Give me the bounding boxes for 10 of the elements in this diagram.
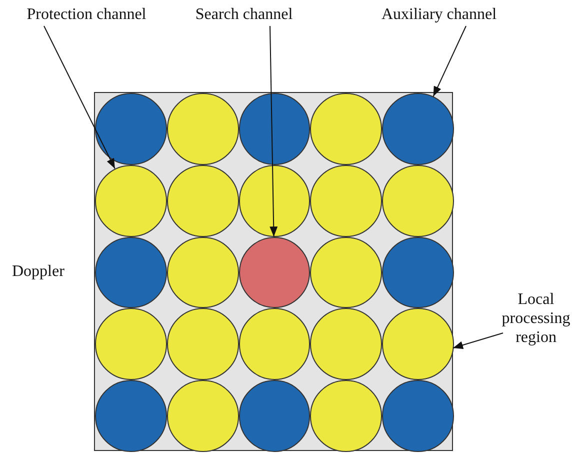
callout-text: Search channel	[188, 5, 300, 24]
callout-text: Auxiliary channel	[376, 5, 502, 24]
leader-arrow	[432, 26, 466, 97]
leader-arrow	[44, 26, 116, 170]
callout-text: Local processing region	[500, 290, 572, 347]
leader-arrow	[452, 332, 504, 349]
leader-arrow	[270, 26, 278, 238]
processing-region-square	[94, 92, 453, 451]
callout-text: Protection channel	[4, 5, 169, 24]
row-label: Doppler	[12, 262, 64, 281]
